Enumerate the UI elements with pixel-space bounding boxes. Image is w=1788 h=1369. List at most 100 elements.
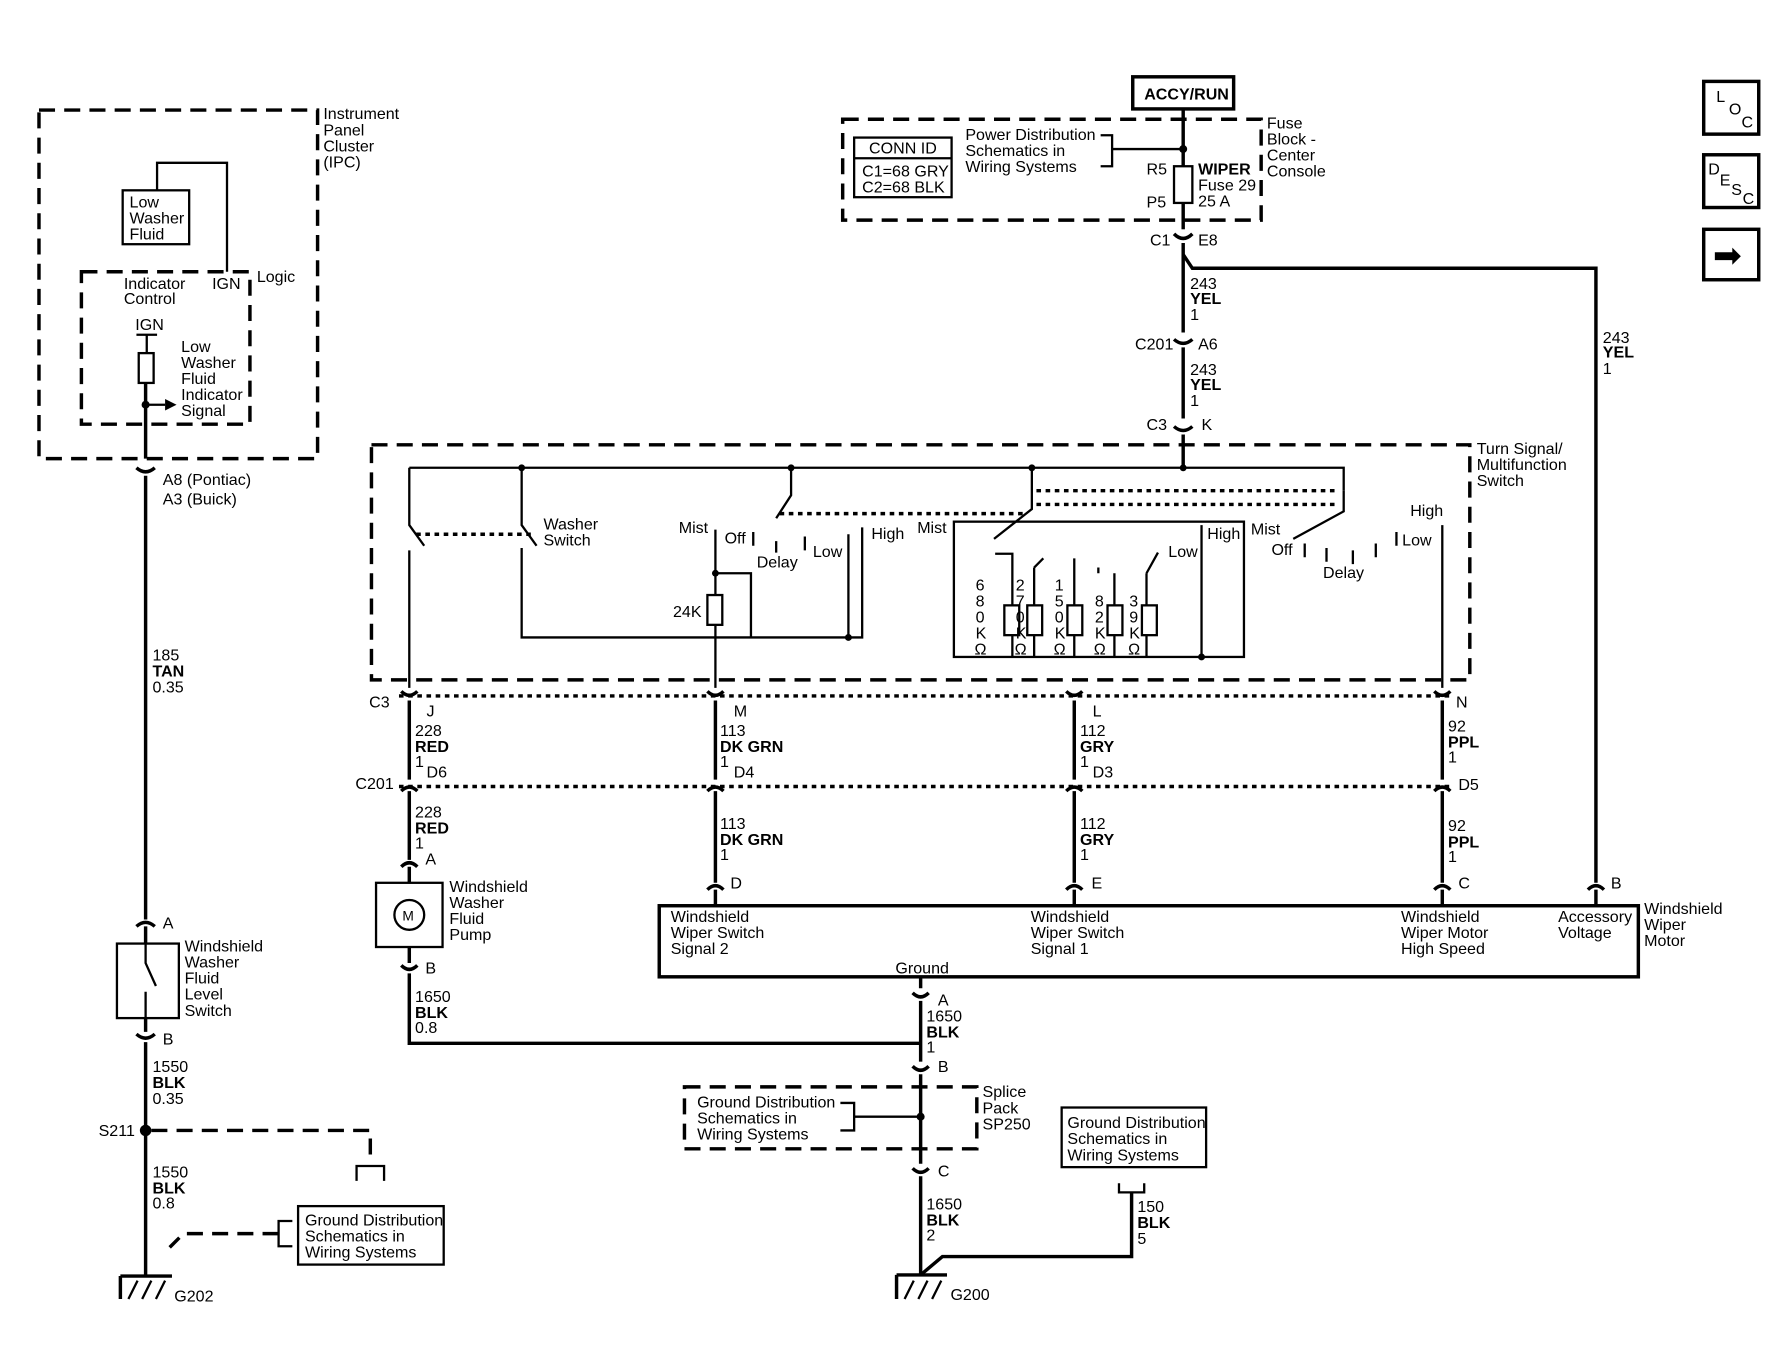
c201-lower-label: C201 bbox=[355, 775, 393, 793]
ground-ref-right-2: Schematics in bbox=[1067, 1130, 1167, 1148]
svg-text:8: 8 bbox=[976, 592, 985, 610]
wire-150-color: BLK bbox=[1137, 1214, 1170, 1232]
level-switch-pin-a: A bbox=[163, 915, 174, 933]
wire-1550-b-num: 1550 bbox=[152, 1163, 188, 1181]
c3-lower-label: C3 bbox=[369, 693, 390, 711]
wire-1650-b-color: BLK bbox=[926, 1024, 959, 1042]
motor-sig2-1: Windshield bbox=[671, 908, 749, 926]
desc-button[interactable]: D E S C bbox=[1701, 153, 1761, 210]
loc-button[interactable]: L O C bbox=[1701, 79, 1761, 136]
ground-ref-mid-3: Wiring Systems bbox=[697, 1126, 808, 1144]
wire-113-a-gauge: 1 bbox=[720, 753, 729, 771]
power-source-label: ACCY/RUN bbox=[1144, 86, 1229, 104]
fuse-block-label-4: Console bbox=[1267, 163, 1326, 181]
fuse-block-label-1: Fuse bbox=[1267, 114, 1303, 132]
wire-243-c-color: YEL bbox=[1603, 344, 1634, 362]
motor-ground-label: Ground bbox=[895, 959, 949, 977]
loc-letter-l: L bbox=[1716, 88, 1725, 106]
loc-letter-o: O bbox=[1729, 101, 1741, 119]
splice-pack-label-3: SP250 bbox=[983, 1115, 1031, 1133]
wire-228-a-num: 228 bbox=[415, 722, 442, 740]
wire-228-b-num: 228 bbox=[415, 803, 442, 821]
ipc-lwf-line-2: Washer bbox=[130, 210, 185, 228]
level-switch-label-3: Fluid bbox=[185, 970, 220, 988]
c3-pin-k: K bbox=[1202, 416, 1213, 434]
resistor-82k-label: 8 2 K Ω bbox=[1094, 592, 1106, 658]
motor-label-2: Wiper bbox=[1644, 916, 1687, 934]
ipc-lwf-line-1: Low bbox=[130, 194, 160, 212]
mode1-mist: Mist bbox=[679, 519, 709, 537]
wire-185-gauge: 0.35 bbox=[152, 678, 183, 696]
wire-1550-a-gauge: 0.35 bbox=[152, 1090, 183, 1108]
loc-letter-c: C bbox=[1742, 113, 1754, 131]
mode1-delay: Delay bbox=[757, 554, 798, 572]
mode3-high: High bbox=[1410, 502, 1443, 520]
splice-pin-b: B bbox=[938, 1058, 949, 1076]
wire-113-b-color: DK GRN bbox=[720, 831, 783, 849]
motor-label-1: Windshield bbox=[1644, 900, 1723, 918]
wire-1650-a-num: 1650 bbox=[415, 988, 451, 1006]
svg-text:Ω: Ω bbox=[975, 641, 987, 659]
ipc-signal-2: Washer bbox=[181, 354, 236, 372]
c201-pin-d5: D5 bbox=[1458, 776, 1479, 794]
motor-acc-1: Accessory bbox=[1558, 908, 1632, 926]
svg-text:3: 3 bbox=[1129, 592, 1138, 610]
mfs-label-2: Multifunction bbox=[1477, 456, 1567, 474]
wire-243-b-num: 243 bbox=[1190, 361, 1217, 379]
power-ref-line-1: Power Distribution bbox=[965, 126, 1095, 144]
svg-text:Ω: Ω bbox=[1015, 641, 1027, 659]
wire-243-c-gauge: 1 bbox=[1603, 360, 1612, 378]
wire-112-a-num: 112 bbox=[1080, 722, 1106, 740]
ipc-signal-5: Signal bbox=[181, 402, 226, 420]
wire-185-num: 185 bbox=[152, 646, 179, 664]
resistor-39k-label: 3 9 K Ω bbox=[1128, 592, 1140, 658]
mode1-low: Low bbox=[813, 543, 843, 561]
c201-pin-d4: D4 bbox=[734, 763, 755, 781]
wire-150-num: 150 bbox=[1137, 1198, 1164, 1216]
ground-ref-right-3: Wiring Systems bbox=[1067, 1146, 1178, 1164]
motor-high-3: High Speed bbox=[1401, 940, 1485, 958]
pump-label-3: Fluid bbox=[449, 910, 484, 928]
wire-92-a-color: PPL bbox=[1448, 734, 1479, 752]
ipc-ign-top: IGN bbox=[212, 275, 241, 293]
mode3-low: Low bbox=[1402, 532, 1432, 550]
fuse-block-label-3: Center bbox=[1267, 147, 1316, 165]
c3-upper-label: C3 bbox=[1147, 416, 1168, 434]
level-switch-label-1: Windshield bbox=[185, 938, 263, 956]
ipc-lwf-line-3: Fluid bbox=[130, 226, 165, 244]
pump-pin-a: A bbox=[425, 850, 436, 868]
ground-g202-label: G202 bbox=[174, 1287, 213, 1305]
desc-letter-s: S bbox=[1731, 181, 1742, 199]
svg-text:K: K bbox=[976, 625, 987, 643]
ipc-indicator-2: Control bbox=[124, 290, 176, 308]
motor-pin-d: D bbox=[730, 875, 742, 893]
next-arrow-button[interactable]: ➡ bbox=[1701, 227, 1761, 282]
fuse-conn-e8: E8 bbox=[1198, 231, 1218, 249]
wire-92-a-gauge: 1 bbox=[1448, 748, 1457, 766]
mfs-label-3: Switch bbox=[1477, 472, 1524, 490]
splice-pin-c: C bbox=[938, 1162, 950, 1180]
mode3-off: Off bbox=[1271, 541, 1293, 559]
pump-label-2: Washer bbox=[449, 894, 504, 912]
c3-pin-j: J bbox=[426, 703, 434, 721]
ipc-label-3: Cluster bbox=[323, 137, 374, 155]
washer-switch-label-2: Switch bbox=[543, 532, 590, 550]
desc-letter-c: C bbox=[1743, 190, 1755, 208]
fuse-number: Fuse 29 bbox=[1198, 176, 1256, 194]
splice-s211-label: S211 bbox=[99, 1122, 135, 1140]
resistor-150k-label: 1 5 0 K Ω bbox=[1054, 576, 1066, 658]
svg-text:0: 0 bbox=[976, 609, 985, 627]
conn-id-c1: C1=68 GRY bbox=[862, 163, 949, 181]
wire-92-b-num: 92 bbox=[1448, 817, 1466, 835]
c201-pin-a6: A6 bbox=[1198, 336, 1218, 354]
svg-text:9: 9 bbox=[1129, 609, 1138, 627]
wire-1550-a-color: BLK bbox=[152, 1074, 185, 1092]
level-switch-pin-b: B bbox=[163, 1030, 174, 1048]
ipc-signal-3: Fluid bbox=[181, 370, 216, 388]
wire-243-b-gauge: 1 bbox=[1190, 392, 1199, 410]
level-switch-label-4: Level bbox=[185, 986, 223, 1004]
wire-228-b-gauge: 1 bbox=[415, 834, 424, 852]
wire-1650-c-gauge: 2 bbox=[926, 1227, 935, 1245]
mfs-label-1: Turn Signal/ bbox=[1477, 440, 1563, 458]
ipc-conn-pontiac: A8 (Pontiac) bbox=[163, 471, 251, 489]
